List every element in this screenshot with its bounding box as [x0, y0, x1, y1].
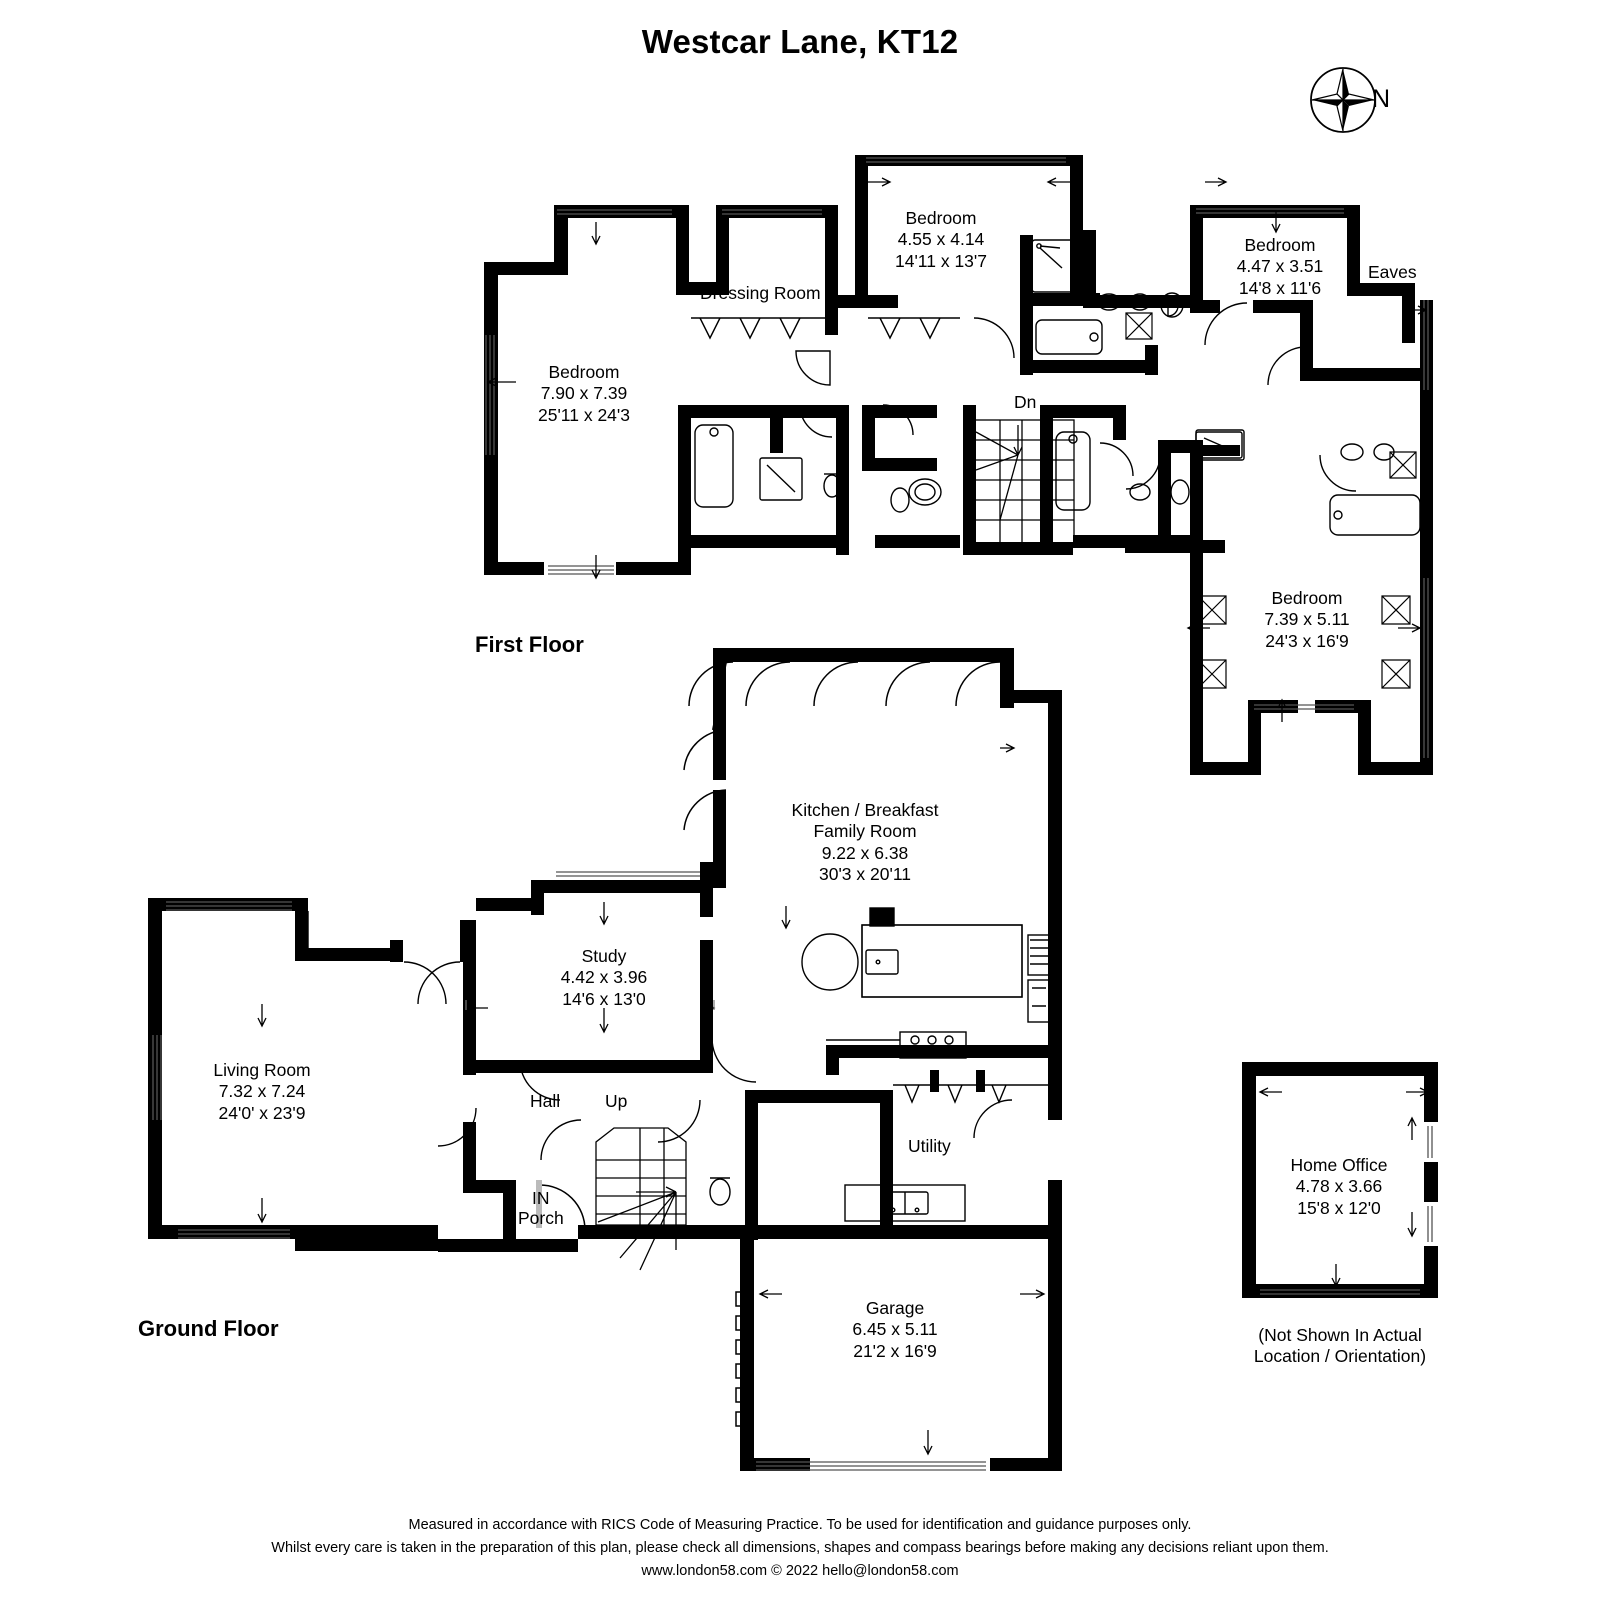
room-dim-metric: 4.42 x 3.96 — [560, 967, 648, 988]
room-dim-imperial: 14'11 x 13'7 — [895, 250, 987, 271]
room-name: Bedroom — [1244, 235, 1316, 255]
stairs-down-label: Dn — [1014, 392, 1037, 412]
compass-north-label: N — [1372, 85, 1391, 113]
room-living-room: Living Room 7.32 x 7.24 24'0' x 23'9 — [182, 1060, 342, 1124]
room-home-office: Home Office 4.78 x 3.66 15'8 x 12'0 — [1255, 1155, 1423, 1219]
room-dim-imperial: 25'11 x 24'3 — [538, 404, 630, 425]
room-dim-metric: 6.45 x 5.11 — [852, 1319, 938, 1340]
footer-line-2: Whilst every care is taken in the prepar… — [271, 1540, 1329, 1556]
first-floor-walls — [484, 155, 1433, 775]
room-dim-imperial: 24'0' x 23'9 — [218, 1102, 306, 1123]
room-name-line2: Family Room — [813, 821, 917, 842]
dimension-arrows — [257, 177, 1430, 1456]
note-line-2: Location / Orientation) — [1253, 1346, 1427, 1367]
first-floor-fixtures — [485, 157, 1429, 758]
room-dim-imperial: 21'2 x 16'9 — [853, 1340, 937, 1361]
ground-floor-plan — [148, 648, 1062, 1471]
entrance-label: IN — [532, 1188, 550, 1208]
room-dim-imperial: 15'8 x 12'0 — [1297, 1197, 1381, 1218]
room-bedroom-2: Bedroom 4.47 x 3.51 14'8 x 11'6 — [1195, 235, 1365, 299]
room-dim-imperial: 14'8 x 11'6 — [1238, 277, 1322, 298]
room-hall: Hall — [530, 1091, 561, 1111]
room-dim-metric: 4.55 x 4.14 — [897, 229, 985, 250]
room-porch: Porch — [518, 1208, 564, 1228]
room-dim-metric: 7.39 x 5.11 — [1264, 609, 1350, 630]
footer-line-3: www.london58.com © 2022 hello@london58.c… — [641, 1563, 959, 1579]
footer-line-1: Measured in accordance with RICS Code of… — [408, 1517, 1192, 1533]
room-dim-imperial: 24'3 x 16'9 — [1265, 630, 1349, 651]
room-name: Study — [581, 946, 627, 966]
room-garage: Garage 6.45 x 5.11 21'2 x 16'9 — [815, 1298, 975, 1362]
first-floor-plan — [484, 155, 1433, 775]
page-title: Westcar Lane, KT12 — [641, 23, 959, 60]
eaves-label: Eaves — [1368, 262, 1417, 282]
room-name-line1: Kitchen / Breakfast — [791, 800, 939, 820]
room-kitchen-family: Kitchen / Breakfast Family Room 9.22 x 6… — [770, 800, 960, 885]
first-floor-label: First Floor — [475, 632, 584, 657]
room-name: Bedroom — [548, 362, 620, 382]
room-dim-metric: 7.90 x 7.39 — [540, 383, 628, 404]
room-dressing-room: Dressing Room — [700, 283, 821, 303]
room-dim-imperial: 14'6 x 13'0 — [562, 988, 646, 1009]
room-name: Living Room — [213, 1060, 311, 1080]
room-dim-metric: 7.32 x 7.24 — [218, 1081, 306, 1102]
home-office-note: (Not Shown In Actual Location / Orientat… — [1235, 1325, 1445, 1368]
room-study: Study 4.42 x 3.96 14'6 x 13'0 — [514, 946, 694, 1010]
home-office-plan — [1242, 1062, 1438, 1298]
room-name: Home Office — [1290, 1155, 1388, 1175]
room-dim-metric: 4.47 x 3.51 — [1236, 256, 1324, 277]
room-dim-metric: 4.78 x 3.66 — [1295, 1176, 1383, 1197]
room-name: Bedroom — [905, 208, 977, 228]
compass-rose-icon — [1310, 67, 1376, 133]
ground-floor-label: Ground Floor — [138, 1316, 279, 1341]
room-utility: Utility — [908, 1136, 951, 1156]
room-bedroom-4: Bedroom 7.39 x 5.11 24'3 x 16'9 — [1222, 588, 1392, 652]
ground-floor-walls — [148, 648, 1062, 1471]
room-dim-metric: 9.22 x 6.38 — [821, 842, 909, 863]
stairs-up-label: Up — [605, 1091, 628, 1111]
ground-floor-fixtures — [152, 648, 1051, 1471]
room-dim-imperial: 30'3 x 20'11 — [819, 864, 911, 885]
room-name: Bedroom — [1271, 588, 1343, 608]
note-line-1: (Not Shown In Actual — [1258, 1325, 1422, 1345]
room-bedroom-1: Bedroom 4.55 x 4.14 14'11 x 13'7 — [851, 208, 1031, 272]
room-bedroom-3: Bedroom 7.90 x 7.39 25'11 x 24'3 — [499, 362, 669, 426]
room-name: Garage — [865, 1298, 925, 1318]
